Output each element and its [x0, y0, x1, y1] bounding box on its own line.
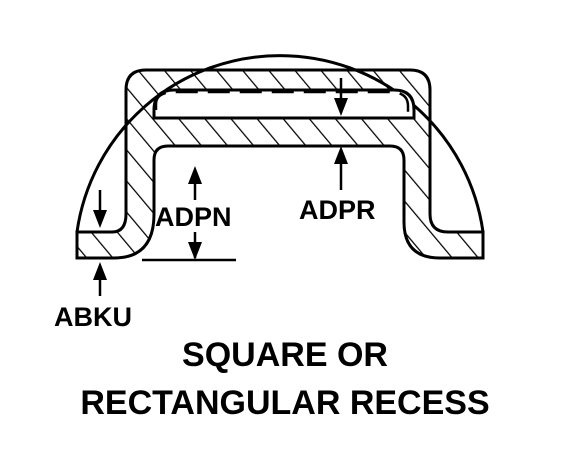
- hidden-line: [154, 90, 410, 112]
- title-line-1: SQUARE OR: [182, 336, 388, 374]
- part-outline-arc: [75, 54, 485, 233]
- abku-arrow-bottom-head: [93, 262, 107, 280]
- adpn-arrow-top-head: [188, 166, 202, 184]
- abku-label: ABKU: [54, 302, 132, 332]
- abku-dimension: [93, 190, 107, 296]
- adpr-arrow-bottom-head: [334, 146, 348, 164]
- recess-cavity: [152, 88, 416, 120]
- adpr-dimension: [334, 78, 348, 190]
- adpn-dimension: [142, 166, 236, 262]
- adpn-arrow-bottom-head: [188, 242, 202, 260]
- adpr-arrow-top-head: [334, 98, 348, 116]
- abku-arrow-top-head: [93, 210, 107, 228]
- adpn-label: ADPN: [155, 202, 232, 232]
- adpr-label: ADPR: [299, 195, 376, 225]
- title-line-2: RECTANGULAR RECESS: [80, 384, 489, 422]
